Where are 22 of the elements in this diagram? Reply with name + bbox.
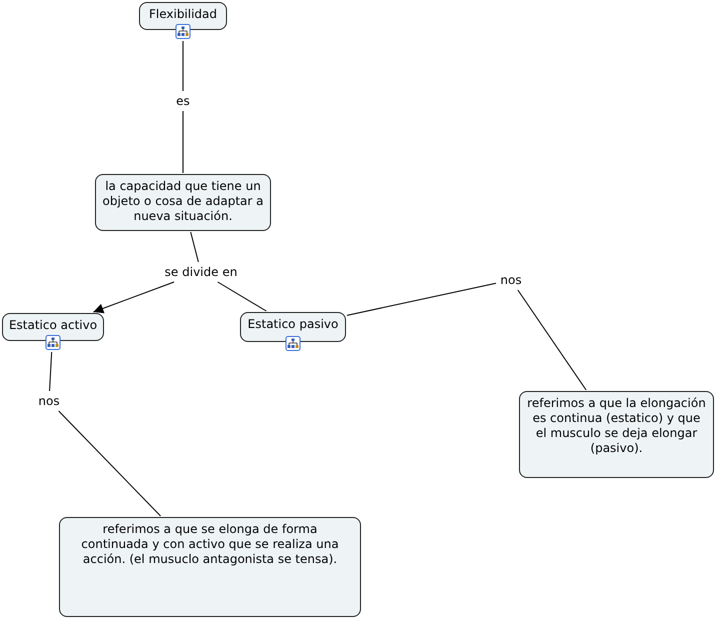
link-label: nos	[38, 394, 60, 408]
connector-line	[190, 232, 199, 262]
concept-text: Estatico activo	[8, 318, 98, 333]
connector-line	[217, 282, 267, 312]
arrow	[92, 282, 175, 314]
connector-line	[58, 410, 162, 516]
connector-line	[182, 110, 184, 174]
link-label: nos	[500, 272, 522, 288]
concept-text: referimos a que se elonga de forma continuada y con activo que se realiza una acción. (el musuclo antagonista se tensa).	[80, 522, 340, 567]
connector-line	[49, 352, 52, 392]
concept-box	[519, 391, 714, 478]
concept-box	[95, 174, 271, 231]
link-label: es	[176, 94, 190, 108]
concept-text: la capacidad que tiene un objeto o cosa de adaptar a nueva situación.	[102, 179, 264, 224]
concept-text: Estatico pasivo	[248, 317, 338, 332]
concept-text: Flexibilidad	[148, 7, 218, 22]
concept-text: referimos a que la elongación es continua (estatico) y que el musculo se deja elongar (pasivo).	[526, 396, 707, 456]
link-label: se divide en	[164, 264, 238, 280]
connector-line	[346, 282, 496, 316]
connector-line	[517, 290, 587, 390]
concept-box	[59, 517, 361, 617]
connector-line	[182, 40, 184, 92]
